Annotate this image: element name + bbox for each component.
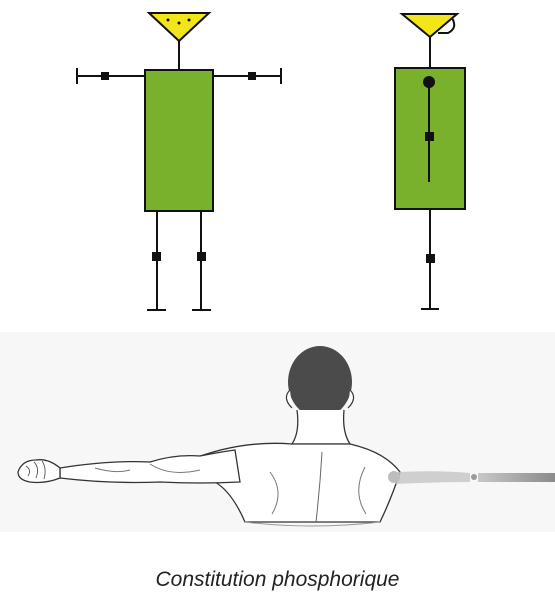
right-arm-motion-far	[478, 473, 555, 482]
side-view-figure	[394, 13, 466, 310]
side-head-nose	[438, 17, 456, 34]
schematic-figures	[76, 12, 466, 311]
right-arm-motion	[395, 471, 470, 484]
left-ear	[285, 389, 293, 409]
right-ear	[347, 389, 355, 409]
front-head-triangle	[146, 12, 212, 43]
figure-caption: Constitution phosphorique	[155, 568, 400, 591]
front-left-elbow-joint	[101, 72, 109, 80]
left-hand-fingers	[25, 460, 46, 480]
spine-line	[315, 451, 323, 523]
front-head-dot	[166, 18, 170, 22]
front-right-elbow-joint	[248, 72, 256, 80]
front-left-knee-joint	[152, 252, 161, 261]
front-torso	[144, 69, 214, 212]
front-head-dot	[187, 18, 191, 22]
front-right-knee-joint	[197, 252, 206, 261]
left-arm-muscle	[149, 463, 201, 473]
side-elbow-joint	[425, 132, 434, 141]
neck	[290, 409, 352, 445]
left-hand	[17, 459, 61, 484]
back-view-illustration	[0, 332, 555, 532]
side-head-triangle	[399, 13, 460, 39]
side-knee-joint	[426, 254, 435, 263]
right-shoulder-marker	[388, 471, 400, 483]
front-head-dot	[177, 21, 181, 25]
right-hand-marker	[471, 474, 477, 480]
waist-line	[244, 521, 381, 527]
left-arm-muscle	[94, 467, 131, 473]
shoulder-blade-left	[269, 471, 279, 515]
head-back	[288, 346, 352, 418]
shoulder-blade-right	[358, 466, 367, 515]
left-arm	[59, 449, 241, 484]
front-view-figure	[76, 12, 282, 311]
